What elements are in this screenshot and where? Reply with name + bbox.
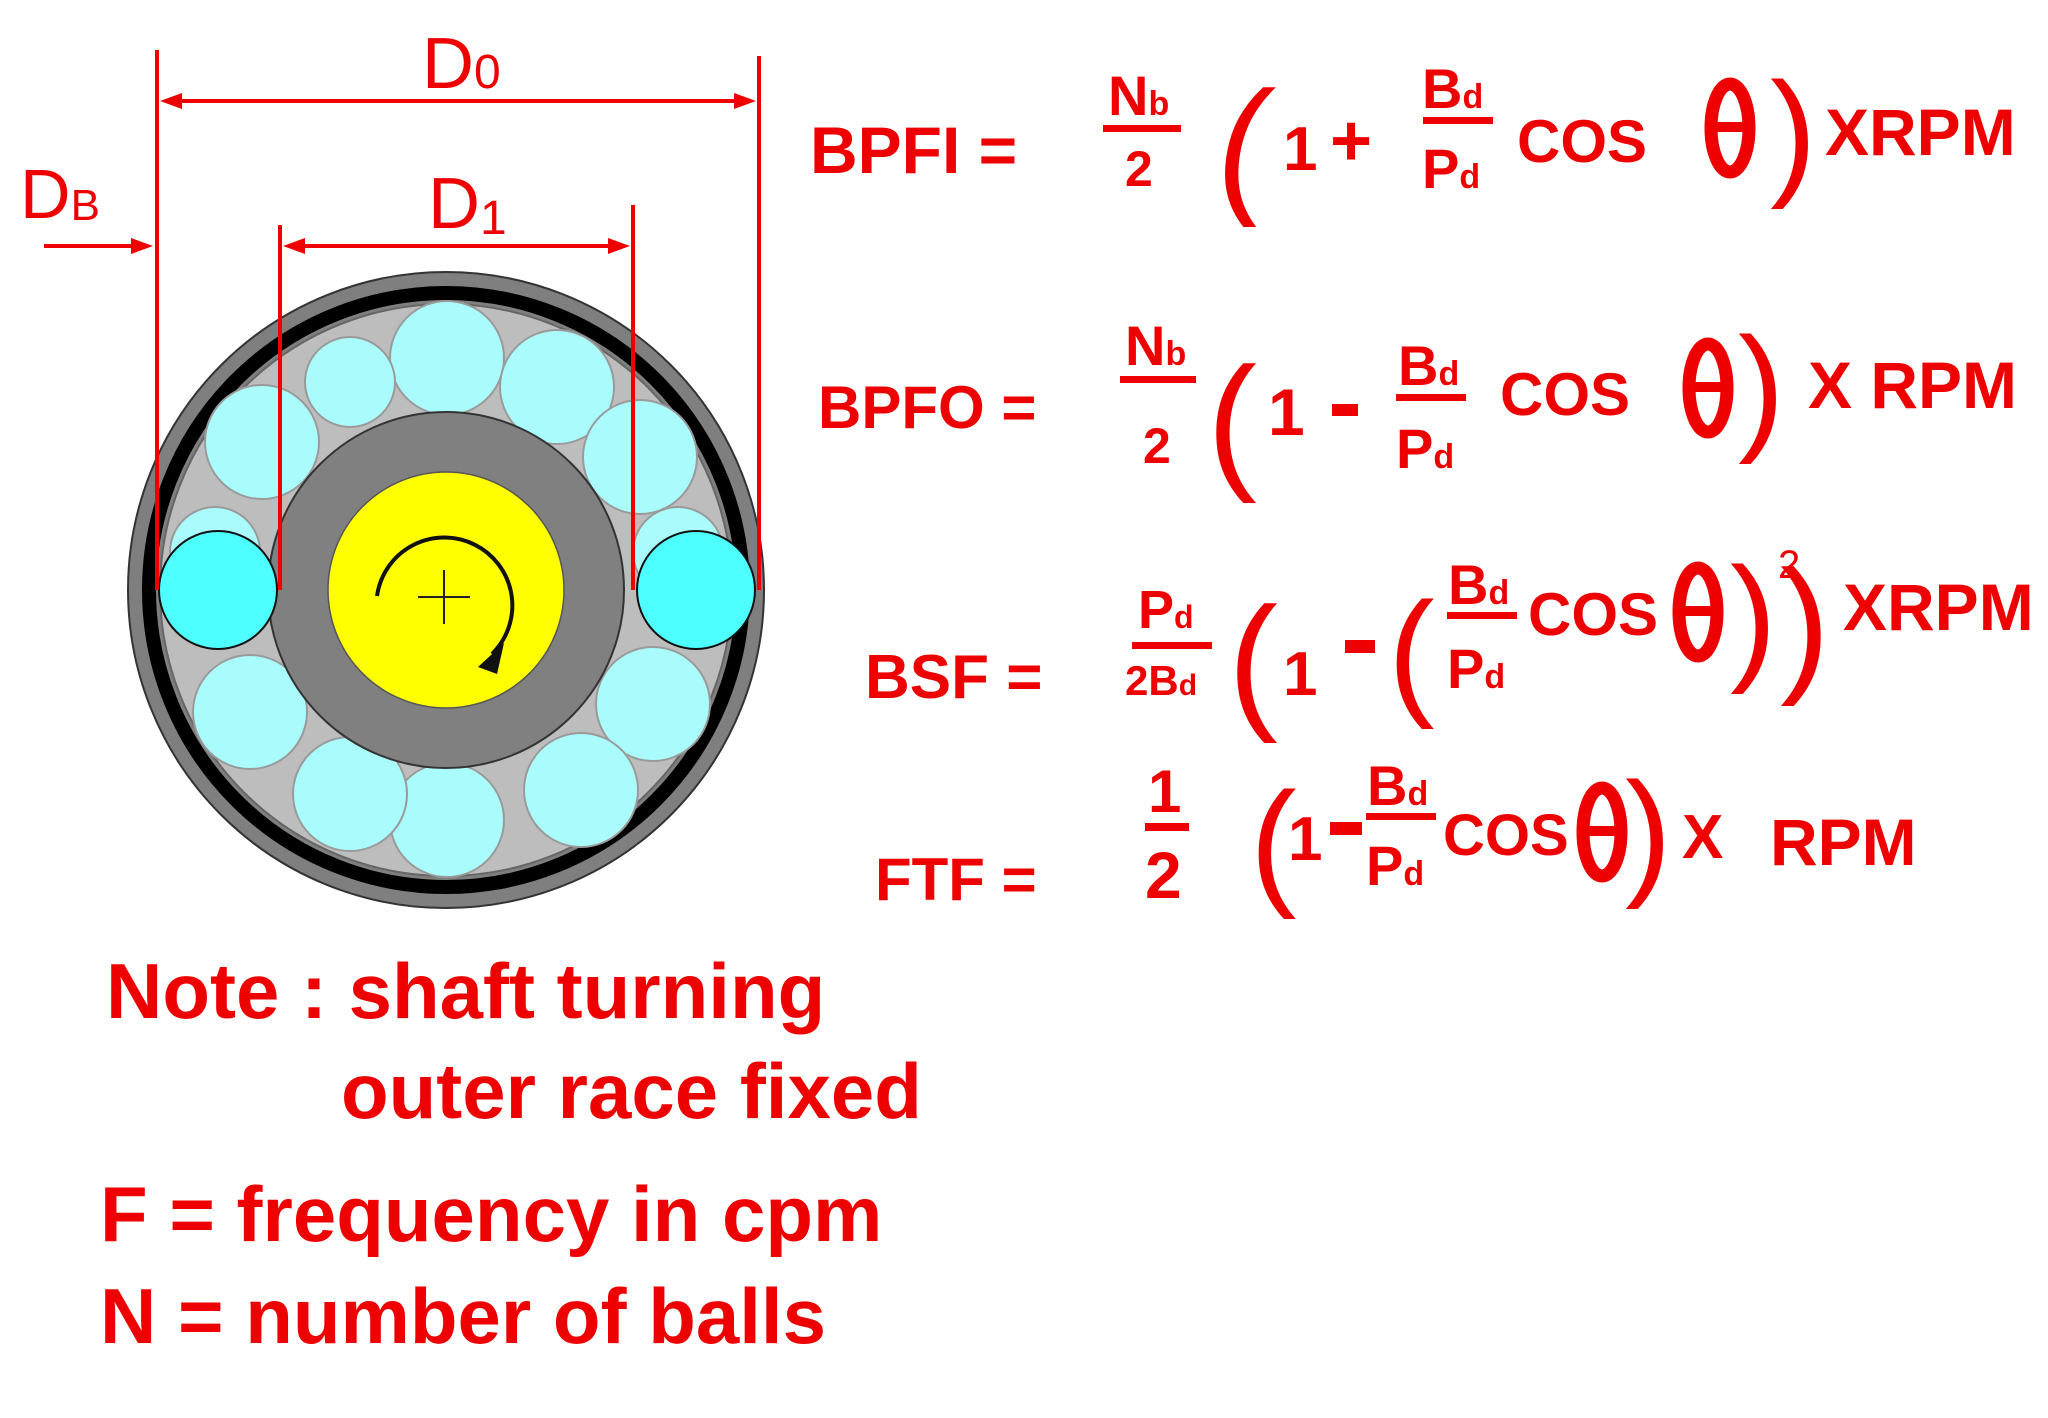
bsf-operator [1345, 640, 1375, 653]
shaft [327, 471, 565, 709]
bpfi-close-paren: ) [1770, 53, 1817, 210]
bpfo-open-paren: ( [1207, 336, 1257, 504]
bsf-cos: COS [1528, 581, 1658, 648]
formula-bpfo: BPFO = Nb 2 ( 1 Bd Pd COS ) X RPM [818, 308, 2017, 504]
note-line-outer-race: outer race fixed [341, 1047, 922, 1135]
bsf-one: 1 [1283, 640, 1317, 709]
bpfi-label: BPFI = [810, 113, 1017, 187]
bsf-tail: XRPM [1843, 570, 2034, 644]
bpfi-open-paren: ( [1207, 61, 1280, 228]
bpfi-ratio-numerator: Bd [1422, 57, 1483, 120]
outer-diameter-label: D0 [422, 24, 501, 104]
bpfi-coef-numerator: Nb [1108, 64, 1169, 127]
note-line-shaft: Note : shaft turning [106, 947, 826, 1035]
formula-ftf: FTF = 1 2 ( 1 Bd Pd COS ) X RPM [875, 753, 1917, 920]
bsf-theta-icon [1672, 561, 1724, 663]
ftf-one: 1 [1288, 805, 1322, 874]
bsf-ratio-denominator: Pd [1447, 637, 1505, 700]
ball-right [636, 530, 756, 650]
ftf-operator [1330, 822, 1362, 835]
bsf-inner-close-paren: ) [1730, 538, 1777, 695]
formula-bpfi: BPFI = Nb 2 ( 1 + Bd Pd COS ) XRPM [810, 53, 2016, 228]
ftf-coef-numerator: 1 [1148, 758, 1181, 825]
bpfo-ratio-denominator: Pd [1396, 417, 1454, 480]
bsf-open-paren: ( [1228, 576, 1278, 744]
bpfi-theta-icon [1704, 77, 1756, 179]
bpfo-label: BPFO = [818, 374, 1036, 441]
bpfi-coef-denominator: 2 [1125, 141, 1153, 197]
clockwise-rotation-arrow-icon [375, 535, 515, 674]
bpfo-tail: X RPM [1808, 348, 2017, 422]
bpfo-theta-icon [1682, 337, 1734, 439]
bsf-coef-denominator: 2Bd [1125, 657, 1197, 704]
bsf-exponent: 2 [1778, 543, 1800, 587]
ftf-cos: COS [1443, 803, 1569, 868]
bpfo-operator [1332, 404, 1358, 416]
dimension-lines [44, 50, 761, 590]
bpfo-cos: COS [1500, 361, 1630, 428]
formula-bsf: BSF = Pd 2Bd ( 1 ( Bd Pd COS ) 2 ) XRPM [865, 538, 2034, 744]
ball-diameter-label: DB [20, 155, 100, 233]
ftf-tail-rpm: RPM [1770, 805, 1917, 879]
ftf-ratio-denominator: Pd [1366, 834, 1424, 897]
bearing [127, 271, 765, 909]
bpfo-coef-denominator: 2 [1143, 418, 1171, 474]
bpfi-one: 1 [1283, 115, 1317, 184]
bsf-close-paren: ) [1780, 539, 1830, 707]
bsf-ratio-numerator: Bd [1448, 553, 1509, 616]
note-balls-definition: N = number of balls [100, 1272, 826, 1360]
ftf-tail-x: X [1682, 803, 1723, 872]
bpfo-one: 1 [1268, 375, 1305, 449]
bpfi-ratio-denominator: Pd [1422, 137, 1480, 200]
note-frequency-definition: F = frequency in cpm [100, 1170, 883, 1258]
inner-diameter-label: D1 [428, 164, 507, 245]
ball-left [158, 530, 278, 650]
ftf-open-paren: ( [1250, 763, 1297, 920]
bsf-inner-open-paren: ( [1388, 573, 1435, 730]
bpfo-ratio-numerator: Bd [1398, 334, 1459, 397]
bpfi-operator: + [1330, 101, 1372, 181]
ftf-ratio-numerator: Bd [1367, 754, 1428, 817]
ftf-label: FTF = [875, 846, 1037, 913]
ftf-theta-icon [1576, 781, 1628, 883]
crosshair-icon [418, 570, 470, 624]
ftf-close-paren: ) [1625, 753, 1672, 910]
bsf-label: BSF = [865, 643, 1042, 712]
ftf-coef-denominator: 2 [1145, 838, 1182, 912]
bpfi-cos: COS [1517, 108, 1647, 175]
bpfo-coef-numerator: Nb [1125, 314, 1186, 377]
bpfo-close-paren: ) [1738, 308, 1785, 465]
bpfi-tail: XRPM [1825, 95, 2016, 169]
bsf-coef-numerator: Pd [1138, 580, 1194, 640]
